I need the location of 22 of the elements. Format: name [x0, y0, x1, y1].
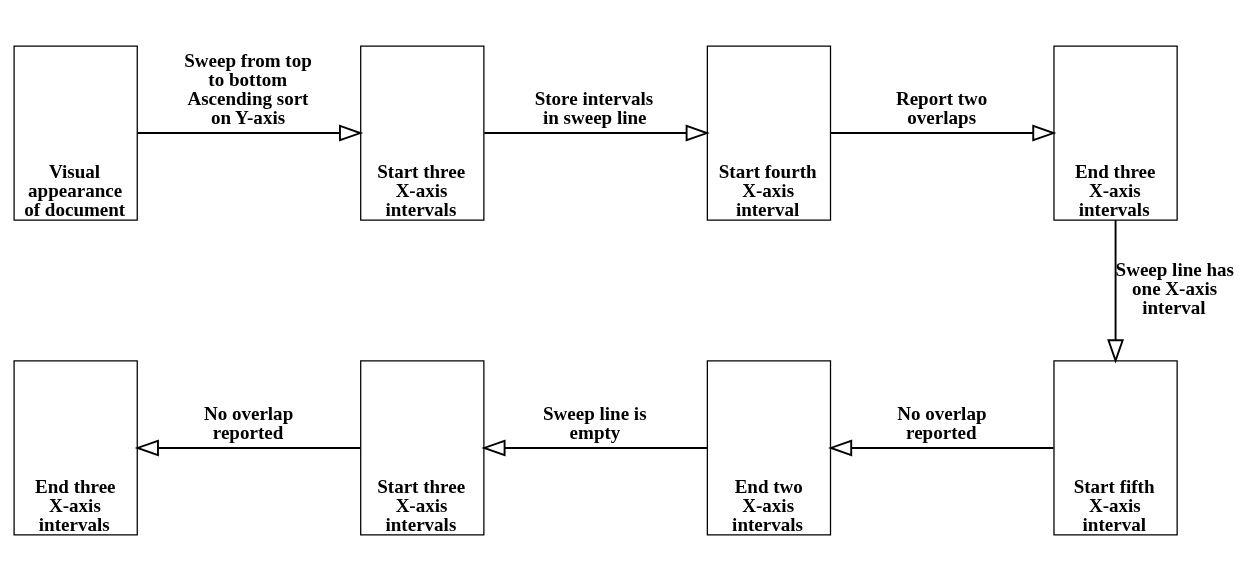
node-box: End three X-axis intervals	[1053, 44, 1178, 221]
arrow	[481, 439, 708, 456]
node-box: Start three X-axis intervals	[360, 359, 485, 536]
edge-label: Sweep from top to bottom Ascending sort on Y-axis	[184, 49, 312, 128]
node-box: End three X-axis intervals	[13, 359, 138, 536]
arrow	[483, 124, 710, 141]
edge-label: Store intervals in sweep line	[534, 87, 654, 128]
edge-label: Sweep line has one X-axis interval	[1115, 258, 1234, 318]
node-box: Start fourth X-axis interval	[706, 44, 832, 221]
arrow	[134, 439, 362, 456]
edge-label: No overlap reported	[203, 402, 294, 443]
node-box: Visual appearance of document	[13, 44, 138, 221]
arrow	[1107, 218, 1124, 363]
edge-label: Report two overlaps	[895, 87, 988, 128]
arrow	[829, 124, 1057, 141]
edge-label: Sweep line is empty	[542, 402, 647, 443]
arrow	[828, 439, 1055, 456]
arrow	[136, 124, 364, 141]
node-box: End two X-axis intervals	[706, 359, 832, 536]
edge-label: No overlap reported	[897, 402, 987, 443]
node-box: Start three X-axis intervals	[360, 44, 485, 221]
node-box: Start fifth X-axis interval	[1053, 359, 1178, 536]
